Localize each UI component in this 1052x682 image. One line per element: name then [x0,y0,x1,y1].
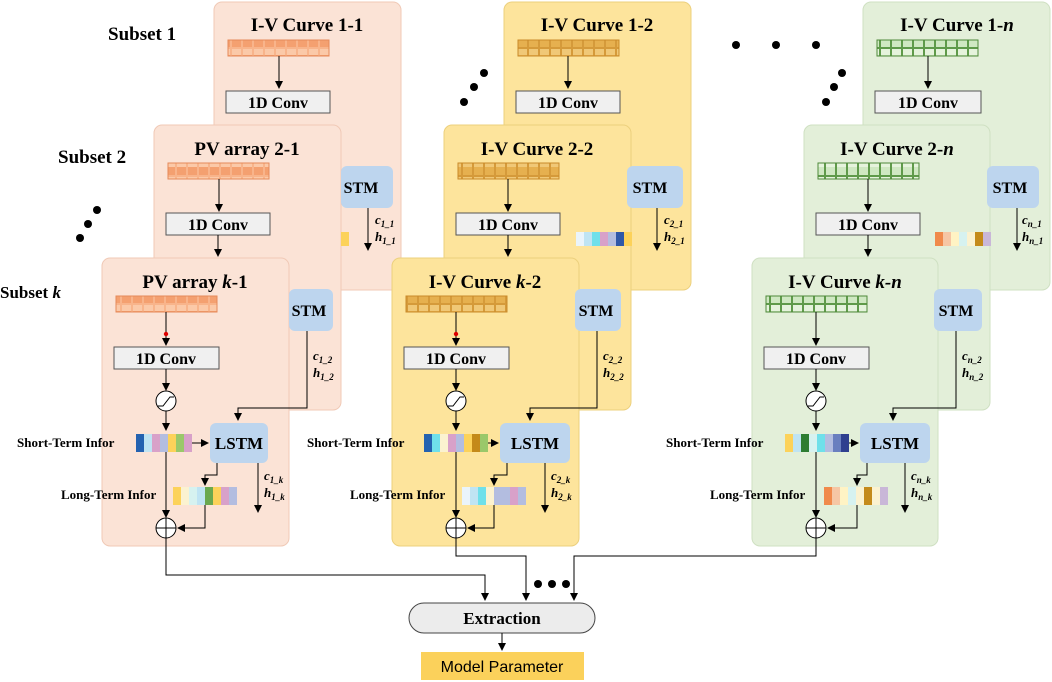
conv-block [225,90,331,114]
long-term-label: Long-Term Infor [710,487,805,502]
state-h-1-2: h1_2 [313,365,334,382]
state-h-1-1: h1_1 [375,229,396,246]
activation-icon [805,390,827,412]
short-term-label: Short-Term Infor [666,435,764,450]
conv-label: 1D Conv [538,95,598,112]
long-term-label: Long-Term Infor [61,487,156,502]
state-h-n-2: hn_2 [962,365,984,382]
state-c-1-k: c1_k [264,468,284,485]
state-c-n-1: cn_1 [1022,212,1042,229]
short-term-vector [785,434,849,452]
state-h-n-k: hn_k [911,485,933,502]
lstm-label: STM [579,303,614,320]
state-c-2-2: c2_2 [603,348,623,365]
card-title: I-V Curve k-2 [429,272,542,293]
conv-block [515,90,621,114]
short-term-vector [424,434,488,452]
sequence-tensor [115,295,218,313]
lstm-label: STM [344,180,379,197]
subset-1-label: Subset 1 [108,24,176,45]
card-title: PV array 2-1 [194,139,299,160]
conv-label: 1D Conv [838,217,898,234]
activation-icon [155,390,177,412]
lstm-block-partial [987,166,1039,208]
card-iv-curve-k-2: I-V Curve k-2 1D Conv STM c2_2 h2_2 Shor… [307,257,624,547]
lstm-block-partial [575,289,621,331]
lstm-block [860,423,930,463]
sequence-tensor [167,162,270,180]
state-c-2-k: c2_k [551,468,571,485]
add-icon [805,517,827,539]
model-parameter-block [421,652,584,680]
conv-label: 1D Conv [478,217,538,234]
lstm-block-partial [934,289,982,331]
state-h-n-1: hn_1 [1022,229,1043,246]
state-c-n-2: cn_2 [962,348,982,365]
conv-label: 1D Conv [188,217,248,234]
state-h-2-2: h2_2 [603,365,624,382]
card-title: I-V Curve 1-n [900,15,1014,36]
lstm-block-partial [341,166,393,208]
sequence-tensor [457,162,560,180]
state-h-2-1: h2_1 [664,229,685,246]
memory-vector [576,232,632,246]
conv-label: 1D Conv [248,95,308,112]
conv-label: 1D Conv [898,95,958,112]
state-h-2-k: h2_k [551,485,572,502]
state-c-2-1: c2_1 [664,212,683,229]
model-parameter-label: Model Parameter [441,659,564,676]
card-iv-curve-k-n: I-V Curve k-n 1D Conv STM cn_2 hn_2 Shor… [666,257,984,547]
conv-label: 1D Conv [426,351,486,368]
state-c-1-1: c1_1 [375,212,394,229]
add-icon [445,517,467,539]
activation-icon [445,390,467,412]
lstm-label: STM [633,180,668,197]
short-term-label: Short-Term Infor [307,435,405,450]
state-h-1-k: h1_k [264,485,285,502]
conv-label: 1D Conv [136,351,196,368]
lstm-block-partial [627,166,683,208]
extraction-label: Extraction [463,609,541,628]
sequence-tensor [227,39,330,57]
add-icon [155,517,177,539]
long-term-vector [173,487,237,505]
short-term-vector [136,434,192,452]
card-title: I-V Curve k-n [788,272,902,293]
card-pv-array-k-1: PV array k-1 1D Conv STM c1_2 h1_2 Short… [17,257,334,547]
long-term-vector [462,487,526,505]
sequence-tensor [876,39,979,57]
sequence-tensor [817,162,920,180]
lstm-block [500,423,570,463]
lstm-label: STM [993,180,1028,197]
lstm-block [210,423,268,463]
sequence-tensor [765,295,868,313]
lstm-label: STM [292,303,327,320]
subset-k-label: Subset k [0,283,61,302]
card-title: I-V Curve 2-2 [481,139,594,160]
card-title: I-V Curve 2-n [840,139,954,160]
conv-label: 1D Conv [786,351,846,368]
short-term-label: Short-Term Infor [17,435,115,450]
card-title: I-V Curve 1-2 [541,15,654,36]
lstm-label: LSTM [871,434,919,453]
memory-vector [935,232,991,246]
ellipsis-dots [76,41,846,588]
card-title: PV array k-1 [142,272,247,293]
sequence-tensor [405,295,508,313]
lstm-block-partial [289,289,333,331]
subset-2-label: Subset 2 [58,147,126,168]
lstm-label: LSTM [511,434,559,453]
long-term-label: Long-Term Infor [350,487,445,502]
sequence-tensor [517,39,620,57]
state-c-1-2: c1_2 [313,348,333,365]
lstm-label: LSTM [215,434,263,453]
long-term-vector [824,487,888,505]
card-title: I-V Curve 1-1 [251,15,364,36]
conv-block [874,90,982,114]
lstm-label: STM [939,303,974,320]
aggregation-edges [165,538,817,601]
state-c-n-k: cn_k [911,468,931,485]
